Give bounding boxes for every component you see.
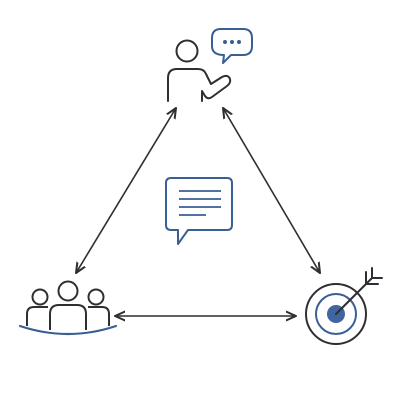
group-of-people-icon [18, 280, 118, 336]
message-icon [165, 177, 233, 245]
speech-bubble-icon [211, 28, 253, 64]
connection-speaker-target [223, 108, 320, 273]
target-with-arrow-icon [305, 267, 383, 345]
speaker-with-speech-bubble-icon [167, 28, 253, 102]
connection-speaker-audience [76, 108, 176, 273]
